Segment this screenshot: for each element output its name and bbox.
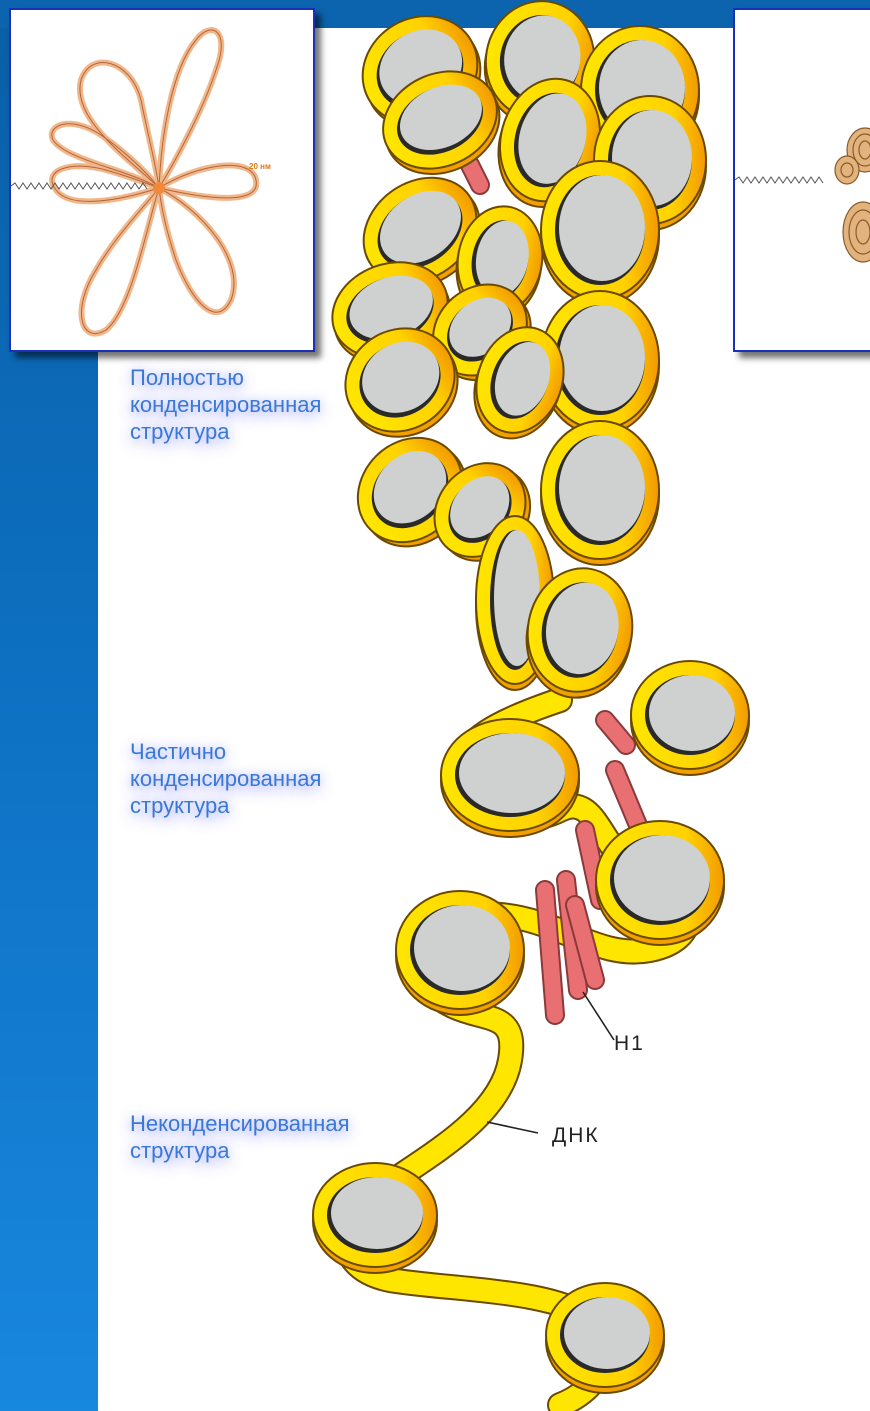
- callout-dna: ДНК: [552, 1124, 600, 1148]
- label-fully-condensed: Полностью конденсированная структура: [130, 364, 321, 445]
- rosette-drawing: [11, 10, 313, 350]
- label-uncondensed-line1: Неконденсированная: [130, 1110, 349, 1137]
- coils-drawing: [735, 10, 870, 350]
- h1-rod: [605, 720, 626, 745]
- histone-core: [559, 435, 645, 541]
- nucleosome: [313, 1163, 437, 1273]
- h1-leader-line: [583, 992, 614, 1040]
- nucleosome: [441, 719, 579, 837]
- label-fully-condensed-line3: структура: [130, 418, 321, 445]
- inset-coiled-loops: [733, 8, 870, 352]
- nucleosome: [546, 1283, 664, 1393]
- callout-h1: H1: [614, 1032, 645, 1056]
- dna-leader-line: [487, 1122, 538, 1133]
- histone-core: [564, 1297, 650, 1369]
- h1-rod: [470, 165, 480, 185]
- nucleosome: [541, 161, 659, 305]
- label-partially-condensed-line1: Частично: [130, 738, 321, 765]
- label-fully-condensed-line2: конденсированная: [130, 391, 321, 418]
- histone-core: [649, 675, 735, 751]
- nucleosome: [541, 421, 659, 565]
- h1-rod: [545, 890, 555, 1015]
- histone-core: [559, 305, 645, 411]
- histone-core: [559, 175, 645, 281]
- label-uncondensed-line2: структура: [130, 1137, 349, 1164]
- nucleosome: [596, 821, 724, 945]
- label-partially-condensed-line2: конденсированная: [130, 765, 321, 792]
- label-uncondensed: Неконденсированная структура: [130, 1110, 349, 1164]
- nucleosome: [396, 891, 524, 1015]
- histone-core: [414, 905, 510, 991]
- label-partially-condensed-line3: структура: [130, 792, 321, 819]
- inset-loop-rosette: 20 нм: [9, 8, 315, 352]
- histone-core: [331, 1177, 423, 1249]
- label-partially-condensed: Частично конденсированная структура: [130, 738, 321, 819]
- nucleosome: [631, 661, 749, 775]
- histone-core: [459, 733, 565, 813]
- label-fully-condensed-line1: Полностью: [130, 364, 321, 391]
- histone-core: [614, 835, 710, 921]
- scale-label: 20 нм: [249, 162, 271, 171]
